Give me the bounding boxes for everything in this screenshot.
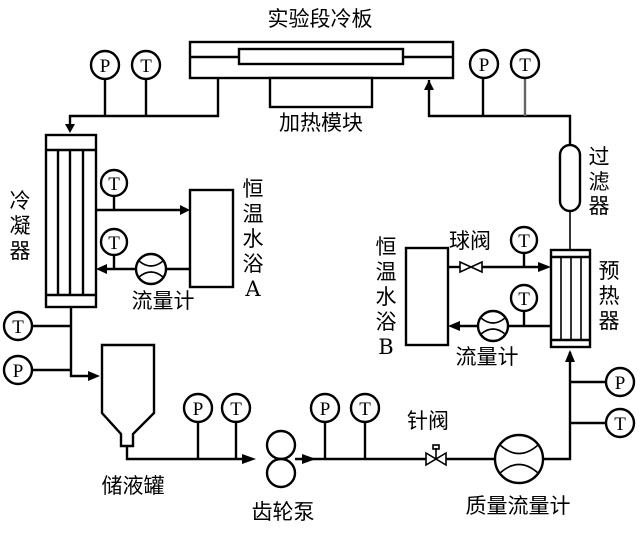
svg-text:器: 器 bbox=[589, 194, 610, 218]
svg-text:冷: 冷 bbox=[10, 189, 31, 213]
flow-arrow bbox=[302, 454, 316, 464]
flow-arrow bbox=[538, 262, 551, 272]
svg-text:器: 器 bbox=[599, 309, 620, 333]
water-bath-b bbox=[404, 246, 450, 347]
svg-text:恒: 恒 bbox=[376, 235, 397, 259]
svg-text:恒: 恒 bbox=[243, 177, 264, 201]
temperature-gauge: T bbox=[509, 283, 539, 313]
svg-text:P: P bbox=[193, 399, 204, 420]
mass-flowmeter bbox=[493, 433, 545, 485]
gear-pump-label: 齿轮泵 bbox=[252, 500, 315, 524]
filter-label: 过 滤 器 bbox=[589, 145, 610, 218]
temperature-gauge: T bbox=[130, 49, 162, 81]
svg-text:T: T bbox=[518, 231, 530, 252]
gear-pump bbox=[265, 429, 297, 489]
cold-plate-label: 实验段冷板 bbox=[268, 7, 373, 31]
pressure-gauge: P bbox=[468, 48, 500, 80]
temperature-gauge: T bbox=[509, 225, 539, 255]
pressure-gauge: P bbox=[89, 49, 121, 81]
water-bath-a-label: 恒 温 水 浴 A bbox=[243, 177, 264, 301]
pressure-gauge: P bbox=[309, 392, 341, 424]
svg-text:P: P bbox=[320, 399, 331, 420]
svg-text:温: 温 bbox=[243, 202, 264, 226]
needle-valve-label: 针阀 bbox=[407, 409, 449, 433]
svg-text:滤: 滤 bbox=[589, 170, 610, 194]
temperature-gauge: T bbox=[2, 310, 34, 342]
svg-text:凝: 凝 bbox=[10, 214, 31, 238]
svg-text:热: 热 bbox=[599, 284, 620, 308]
pipe-flowmeter-to-preheater bbox=[543, 352, 572, 461]
pressure-gauge: P bbox=[2, 354, 34, 386]
ball-valve-label: 球阀 bbox=[449, 229, 491, 253]
svg-text:T: T bbox=[12, 317, 24, 338]
pipe-filter-to-coldplate bbox=[427, 80, 572, 145]
flowmeter-a bbox=[134, 252, 168, 286]
flow-arrow bbox=[448, 321, 460, 331]
water-bath-a bbox=[188, 188, 235, 289]
condenser bbox=[44, 133, 98, 309]
svg-text:T: T bbox=[359, 399, 371, 420]
pipe-coldplate-to-condenser bbox=[68, 78, 220, 130]
svg-text:T: T bbox=[140, 56, 152, 77]
svg-text:P: P bbox=[479, 55, 490, 76]
cold-plate bbox=[188, 40, 455, 80]
flowmeter-b bbox=[476, 309, 510, 343]
preheater-label: 预 热 器 bbox=[599, 259, 620, 333]
svg-text:T: T bbox=[519, 55, 531, 76]
temperature-gauge: T bbox=[349, 392, 381, 424]
svg-text:B: B bbox=[378, 335, 393, 359]
svg-text:P: P bbox=[615, 373, 626, 394]
heating-module-label: 加热模块 bbox=[279, 111, 363, 135]
flow-arrow bbox=[180, 205, 190, 215]
svg-text:T: T bbox=[108, 174, 120, 195]
flow-arrow bbox=[88, 371, 100, 381]
flow-arrow bbox=[242, 454, 256, 464]
mass-flowmeter-label: 质量流量计 bbox=[466, 494, 571, 518]
filter bbox=[558, 143, 582, 213]
pipe-condenser-to-reservoir bbox=[69, 307, 92, 378]
flowmeter-a-label: 流量计 bbox=[132, 289, 195, 313]
svg-text:过: 过 bbox=[589, 145, 610, 169]
pipe-reservoir-to-pump bbox=[125, 446, 244, 461]
flowmeter-b-label: 流量计 bbox=[456, 345, 519, 369]
svg-text:器: 器 bbox=[10, 239, 31, 263]
svg-text:水: 水 bbox=[376, 285, 397, 309]
svg-text:浴: 浴 bbox=[243, 252, 264, 276]
flow-arrow bbox=[424, 80, 434, 90]
svg-text:A: A bbox=[244, 277, 261, 301]
svg-text:P: P bbox=[13, 361, 24, 382]
preheater bbox=[549, 248, 592, 349]
condenser-label: 冷 凝 器 bbox=[10, 189, 31, 263]
temperature-gauge: T bbox=[604, 407, 636, 439]
svg-text:P: P bbox=[100, 56, 111, 77]
svg-text:温: 温 bbox=[376, 260, 397, 284]
reservoir bbox=[100, 343, 156, 448]
svg-text:浴: 浴 bbox=[376, 310, 397, 334]
svg-text:T: T bbox=[614, 414, 626, 435]
flow-arrow bbox=[565, 350, 575, 362]
svg-text:水: 水 bbox=[243, 227, 264, 251]
heating-module bbox=[268, 76, 374, 109]
pressure-gauge: P bbox=[182, 392, 214, 424]
ball-valve bbox=[459, 260, 483, 274]
flow-arrow bbox=[65, 124, 75, 133]
temperature-gauge: T bbox=[220, 392, 252, 424]
needle-valve bbox=[425, 444, 447, 467]
temperature-gauge: T bbox=[509, 48, 541, 80]
pressure-gauge: P bbox=[604, 366, 636, 398]
svg-text:T: T bbox=[108, 233, 120, 254]
svg-text:T: T bbox=[518, 289, 530, 310]
reservoir-label: 储液罐 bbox=[102, 474, 165, 498]
water-bath-b-label: 恒 温 水 浴 B bbox=[376, 235, 397, 359]
svg-text:T: T bbox=[230, 399, 242, 420]
flow-arrow bbox=[96, 264, 107, 274]
temperature-gauge: T bbox=[99, 168, 129, 198]
svg-text:预: 预 bbox=[599, 259, 620, 283]
temperature-gauge: T bbox=[99, 227, 129, 257]
